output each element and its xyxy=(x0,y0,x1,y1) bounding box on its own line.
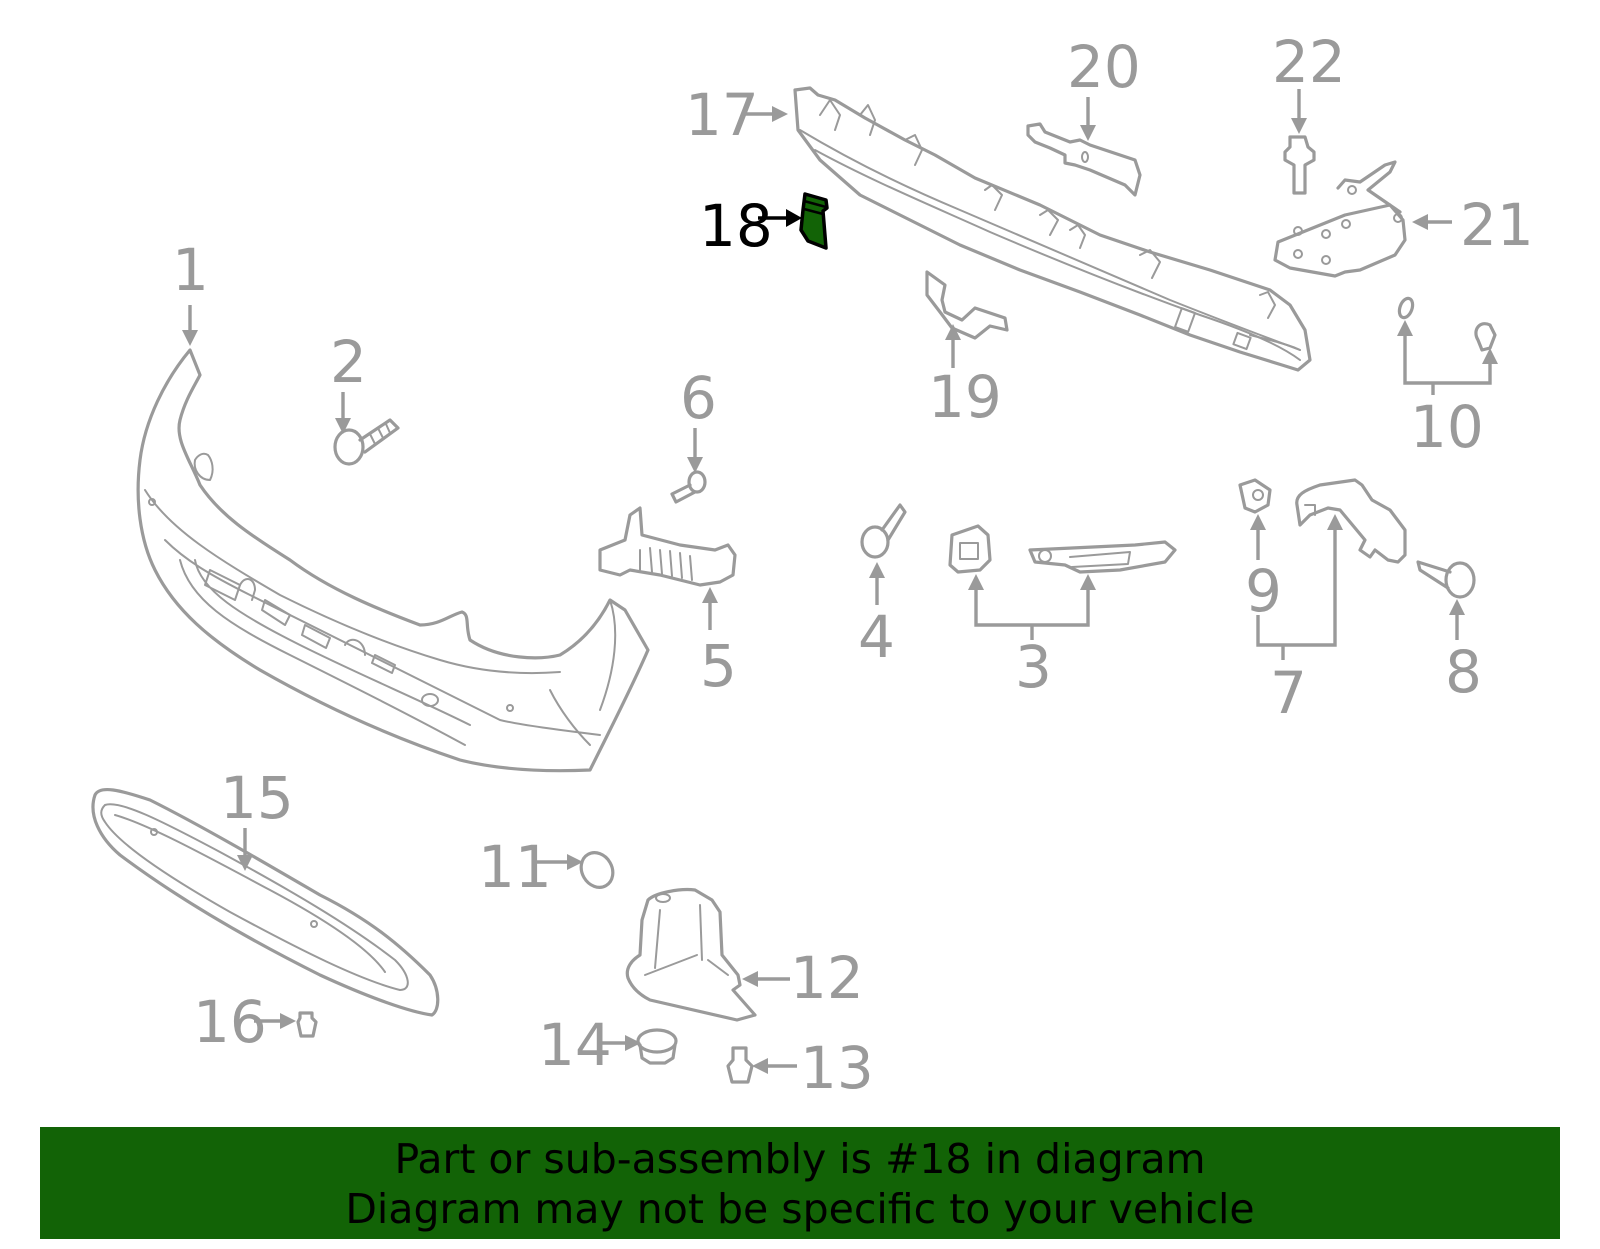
banner-line-part-number: Part or sub-assembly is #18 in diagram xyxy=(394,1135,1206,1183)
arrow-head-icon xyxy=(237,855,253,871)
callout-7: 7 xyxy=(1270,659,1307,727)
part-16-clip[interactable] xyxy=(296,1011,318,1038)
callout-4: 4 xyxy=(858,603,895,671)
callout-6: 6 xyxy=(680,364,717,432)
callout-14: 14 xyxy=(538,1011,612,1079)
part-19-bracket[interactable] xyxy=(925,270,1009,340)
part-17-energy-absorber[interactable] xyxy=(793,86,1312,372)
callout-18: 18 xyxy=(699,192,773,260)
part-6-screw[interactable] xyxy=(670,470,707,504)
part-4-screw[interactable] xyxy=(860,503,907,559)
part-5-side-bracket[interactable] xyxy=(598,506,737,587)
callout-13: 13 xyxy=(800,1034,874,1102)
arrow-head-icon xyxy=(1327,514,1343,530)
callout-8: 8 xyxy=(1445,638,1482,706)
part-11-plug[interactable] xyxy=(575,847,619,893)
callout-15: 15 xyxy=(220,764,294,832)
arrow-head-icon xyxy=(1449,599,1465,615)
arrow-head-icon xyxy=(1291,118,1307,134)
arrow-head-icon xyxy=(280,1013,296,1029)
arrow-head-icon xyxy=(702,587,718,603)
part-13-push-pin[interactable] xyxy=(726,1046,754,1084)
info-banner: Part or sub-assembly is #18 in diagram D… xyxy=(40,1127,1560,1239)
callout-10: 10 xyxy=(1410,393,1484,461)
leader-bracket-3 xyxy=(974,585,1090,640)
part-22-bolt[interactable] xyxy=(1283,135,1316,195)
part-21-mounting-bracket[interactable] xyxy=(1273,160,1407,278)
callout-9: 9 xyxy=(1245,557,1282,625)
callout-3: 3 xyxy=(1015,633,1052,701)
part-7-corner-bracket[interactable] xyxy=(1295,478,1407,564)
arrow-head-icon xyxy=(1482,348,1498,364)
leader-bracket-7 xyxy=(1256,525,1337,660)
arrow-head-icon xyxy=(687,457,703,473)
arrow-head-icon xyxy=(786,209,802,227)
part-8-screw[interactable] xyxy=(1416,560,1476,599)
part-2-screw[interactable] xyxy=(333,418,400,466)
arrow-head-icon xyxy=(182,330,198,346)
callout-22: 22 xyxy=(1272,28,1346,96)
part-12-splash-shield[interactable] xyxy=(625,887,757,1022)
part-15-lower-grille[interactable] xyxy=(91,787,440,1017)
callout-20: 20 xyxy=(1067,33,1141,101)
arrow-head-icon xyxy=(945,324,961,340)
part-18-bracket-highlighted[interactable] xyxy=(799,192,829,250)
arrow-head-icon xyxy=(772,106,788,122)
part-3-sensor-bracket[interactable] xyxy=(948,524,1177,574)
arrow-head-icon xyxy=(968,574,984,590)
leader-bracket-10 xyxy=(1403,335,1492,395)
arrow-head-icon xyxy=(742,971,758,987)
callout-2: 2 xyxy=(330,328,367,396)
arrow-head-icon xyxy=(1080,574,1096,590)
callout-1: 1 xyxy=(172,236,209,304)
callout-12: 12 xyxy=(790,944,864,1012)
banner-line-disclaimer: Diagram may not be specific to your vehi… xyxy=(345,1185,1255,1233)
arrow-head-icon xyxy=(752,1058,768,1074)
arrow-head-icon xyxy=(1080,125,1096,141)
arrow-head-icon xyxy=(1250,514,1266,530)
arrow-head-icon xyxy=(869,562,885,578)
arrow-head-icon xyxy=(335,418,351,434)
part-9-clip[interactable] xyxy=(1238,478,1272,514)
part-14-nut[interactable] xyxy=(636,1028,678,1065)
callout-11: 11 xyxy=(478,833,552,901)
arrow-head-icon xyxy=(567,854,583,870)
callout-19: 19 xyxy=(928,363,1002,431)
arrow-head-icon xyxy=(1397,320,1413,336)
part-10-fastener-set[interactable] xyxy=(1397,296,1497,352)
part-20-sensor-bracket[interactable] xyxy=(1026,122,1142,197)
arrow-head-icon xyxy=(625,1035,641,1051)
callout-21: 21 xyxy=(1460,191,1534,259)
part-1-bumper-cover[interactable] xyxy=(136,348,650,773)
arrow-head-icon xyxy=(1412,214,1428,230)
callout-5: 5 xyxy=(700,632,737,700)
